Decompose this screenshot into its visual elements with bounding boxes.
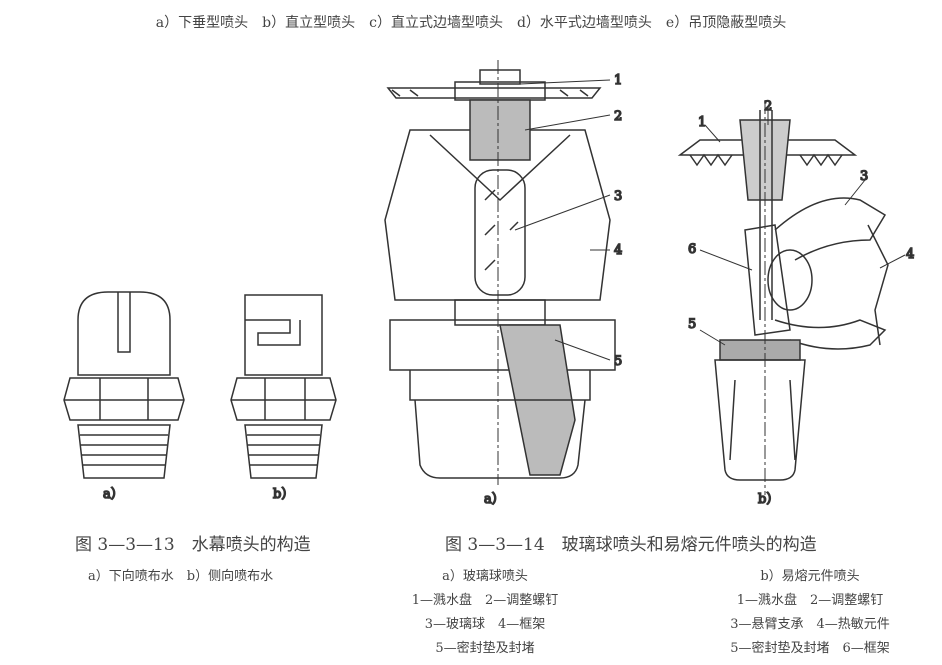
fig13-title: 图 3—3—13 水幕喷头的构造 — [75, 535, 311, 555]
fig14-legend-b-line: 3—悬臂支承 4—热敏元件 — [730, 617, 890, 632]
fig14-b-callout-3: 3 — [860, 169, 868, 184]
fig14-a-callout-3: 3 — [614, 189, 622, 204]
fig14-legend-b-heading: b）易熔元件喷头 — [760, 569, 860, 584]
fig14-legend-a-line: 1—溅水盘 2—调整螺钉 — [411, 593, 559, 608]
fig14-a-callout-1: 1 — [614, 73, 622, 88]
fig14-label-a: a） — [484, 492, 505, 507]
fusible-element-sprinkler-drawing — [677, 100, 906, 495]
fig13-subtitle: a）下向喷布水 b）侧向喷布水 — [88, 569, 274, 584]
fig14-b-callout-1: 1 — [698, 115, 706, 130]
glass-bulb-sprinkler-drawing — [384, 60, 616, 485]
fig14-legend-a-line: 3—玻璃球 4—框架 — [424, 617, 546, 632]
fig14-b-callout-4: 4 — [906, 247, 914, 262]
water-curtain-nozzle-a-drawing — [63, 291, 185, 479]
fig14-legend-a-heading: a）玻璃球喷头 — [442, 569, 528, 584]
fig13-label-b: b） — [273, 487, 294, 502]
fig14-legend-b-line: 5—密封垫及封堵 6—框架 — [730, 641, 890, 656]
fig13-label-a: a） — [103, 487, 124, 502]
fig14-title: 图 3—3—14 玻璃球喷头和易熔元件喷头的构造 — [445, 535, 817, 555]
fig14-a-callout-2: 2 — [614, 109, 622, 124]
fig14-legend-a-line: 5—密封垫及封堵 — [435, 641, 535, 656]
fig14-label-b: b） — [758, 492, 779, 507]
fig14-b-callout-2: 2 — [764, 99, 772, 114]
fig14-legend-b-line: 1—溅水盘 2—调整螺钉 — [736, 593, 884, 608]
fig14-a-callout-5: 5 — [614, 354, 622, 369]
fig14-a-callout-4: 4 — [614, 243, 622, 258]
fig14-b-callout-5: 5 — [688, 317, 696, 332]
fig14-b-callout-6: 6 — [688, 242, 696, 257]
water-curtain-nozzle-b-drawing — [230, 294, 337, 479]
top-caption: a）下垂型喷头 b）直立型喷头 c）直立式边墙型喷头 d）水平式边墙型喷头 e）… — [155, 15, 787, 31]
